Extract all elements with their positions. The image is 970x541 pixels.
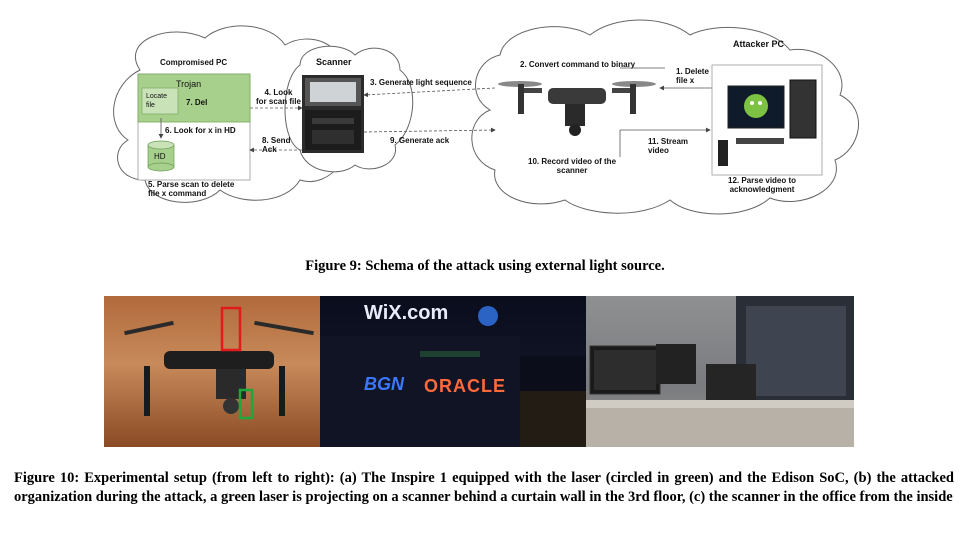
look-for-scan-label: 4. Look for scan file — [256, 88, 301, 106]
photo-drone-laser — [104, 296, 320, 447]
generate-light-label: 3. Generate light sequence — [370, 78, 472, 87]
del-label: 7. Del — [186, 98, 208, 107]
locate-file-box — [141, 87, 179, 115]
photo-building-night: WiX.com BGN ORACLE — [320, 296, 586, 447]
circle-logo — [478, 306, 498, 326]
scanner-title: Scanner — [316, 57, 352, 67]
drone-image — [498, 81, 656, 136]
hd-cylinder — [147, 140, 175, 172]
edison-highlight-green — [238, 388, 254, 420]
laser-highlight-red — [220, 306, 242, 352]
wix-sign: WiX.com — [364, 302, 449, 324]
parse-video-label: 12. Parse video to acknowledgment — [728, 176, 797, 194]
oracle-sign: ORACLE — [424, 376, 506, 396]
send-ack-label: 8. Send Ack — [262, 136, 291, 154]
attack-schema-diagram — [113, 19, 859, 215]
figure-10-caption: Figure 10: Experimental setup (from left… — [14, 470, 954, 505]
stream-video-label: 11. Stream video — [648, 137, 689, 155]
delete-file-label: 1. Delete file x — [676, 67, 709, 85]
scanner-image — [302, 75, 364, 153]
photo-office-scanner — [586, 296, 854, 447]
attacker-pc-image — [711, 64, 823, 176]
trojan-label: Trojan — [176, 79, 202, 89]
attacker-pc-title: Attacker PC — [733, 39, 785, 49]
hd-label: HD — [154, 152, 166, 161]
figure-9-caption: Figure 9: Schema of the attack using ext… — [305, 258, 665, 274]
locate-file-label: Locate file — [146, 93, 168, 109]
bgn-sign: BGN — [364, 374, 404, 394]
parse-scan-label: 5. Parse scan to delete file x command — [148, 180, 235, 198]
record-video-label: 10. Record video of the scanner — [528, 157, 617, 175]
generate-ack-label: 9. Generate ack — [390, 136, 450, 145]
convert-label: 2. Convert command to binary — [520, 60, 636, 69]
compromised-pc-title: Compromised PC — [160, 58, 228, 67]
look-for-x-label: 6. Look for x in HD — [165, 126, 236, 135]
